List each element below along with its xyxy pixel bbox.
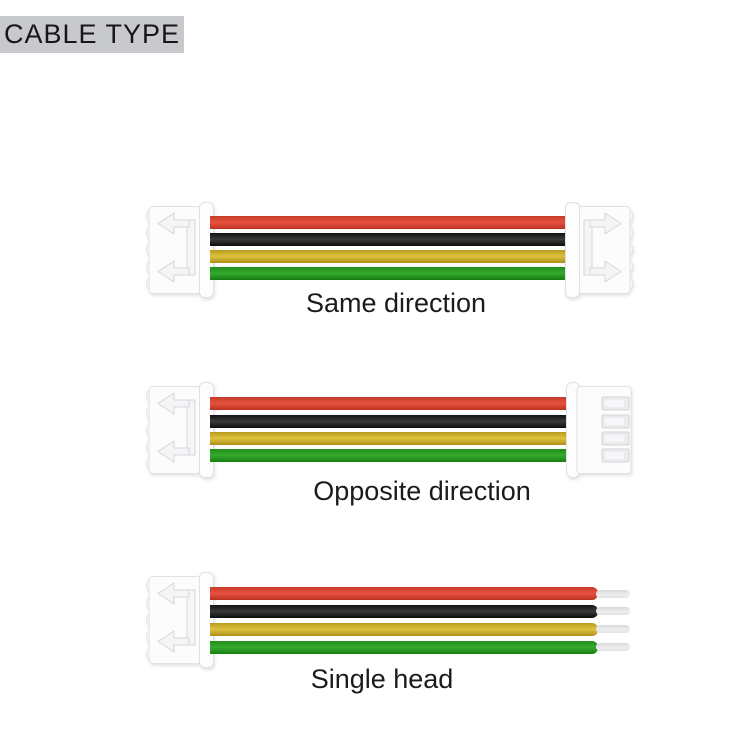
stripped-tip-red (596, 590, 630, 598)
latch-connector-right (565, 202, 633, 298)
connector-latch-icon (146, 202, 214, 298)
caption-single-head: Single head (310, 664, 454, 694)
wire-black (210, 415, 570, 428)
stripped-tip-green (596, 643, 630, 651)
stripped-tip-yellow (596, 625, 630, 633)
wire-yellow (210, 623, 598, 636)
wire-black (210, 233, 567, 246)
stripped-tip-black (596, 607, 630, 615)
wire-green (210, 267, 567, 280)
wire-yellow (210, 432, 570, 445)
connector-latch-icon (565, 202, 633, 298)
wire-red (210, 397, 570, 410)
latch-connector-left (146, 382, 214, 478)
caption-opposite-direction: Opposite direction (313, 476, 531, 506)
wire-black (210, 605, 598, 618)
back-connector-right (566, 382, 632, 478)
cable-type-badge: CABLE TYPE (0, 16, 184, 53)
connector-latch-icon (146, 572, 214, 668)
wire-green (210, 449, 570, 462)
caption-same-direction: Same direction (305, 288, 487, 318)
connector-latch-icon (146, 382, 214, 478)
latch-connector-left (146, 572, 214, 668)
connector-back-icon (566, 382, 632, 478)
wire-red (210, 216, 567, 229)
wire-red (210, 587, 598, 600)
wire-green (210, 641, 598, 654)
cable-type-badge-label: CABLE TYPE (3, 19, 181, 49)
latch-connector-left (146, 202, 214, 298)
wire-yellow (210, 250, 567, 263)
